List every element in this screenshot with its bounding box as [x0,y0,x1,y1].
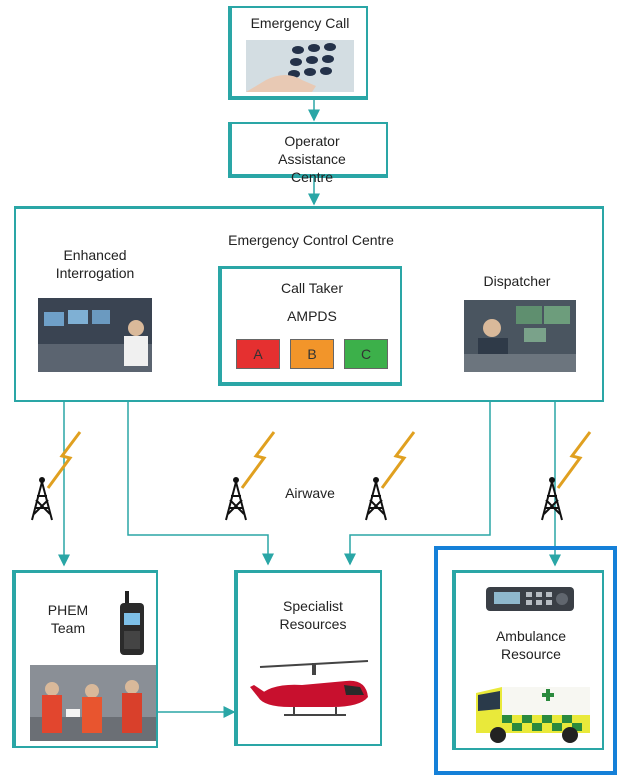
radio-terminal-icon [486,587,574,611]
call-taker-label: Call Taker [281,280,343,296]
priority-a-label: A [253,346,263,362]
priority-b-pill: B [290,339,334,369]
emergency-call-label: Emergency Call [250,15,350,31]
ampds-label: AMPDS [287,308,337,324]
emergency-call-box: Emergency Call [228,6,368,100]
priority-c-pill: C [344,339,388,369]
specialist-box: Specialist Resources [234,570,382,746]
priority-b-label: B [307,346,317,362]
helicopter-icon [250,660,369,716]
line-enhanced-to-specialist [127,372,274,566]
dispatcher-photo [464,300,576,372]
dispatcher-label: Dispatcher [483,273,551,289]
ambulance-icon [476,687,590,743]
ambulance-label: Ambulance Resource [495,628,567,662]
phem-label: PHEM Team [47,602,89,636]
radio-handset-icon [120,591,144,655]
specialist-label: Specialist Resources [279,598,347,632]
priority-c-label: C [360,346,372,362]
phem-team-photo [30,665,156,741]
enhanced-label: Enhanced Interrogation [55,247,135,281]
line-dispatcher-to-specialist [344,372,491,566]
ambulance-box: Ambulance Resource [452,570,604,750]
radio-mast-icon [31,431,82,521]
ambulance-highlight-frame [434,546,617,775]
airwave-label: Airwave [285,485,335,501]
control-room-photo [38,298,152,372]
operator-label: Operator Assistance Centre [278,133,346,185]
phem-box: PHEM Team [12,570,158,748]
radio-mast-icon [365,431,416,521]
operator-box: Operator Assistance Centre [228,122,388,185]
control-centre-label: Emergency Control Centre [228,232,394,248]
radio-mast-icon [225,431,276,521]
radio-mast-icon [541,431,592,521]
keypad-photo [246,40,354,92]
call-taker-box: Call Taker AMPDS A B C [218,266,402,386]
priority-a-pill: A [236,339,280,369]
